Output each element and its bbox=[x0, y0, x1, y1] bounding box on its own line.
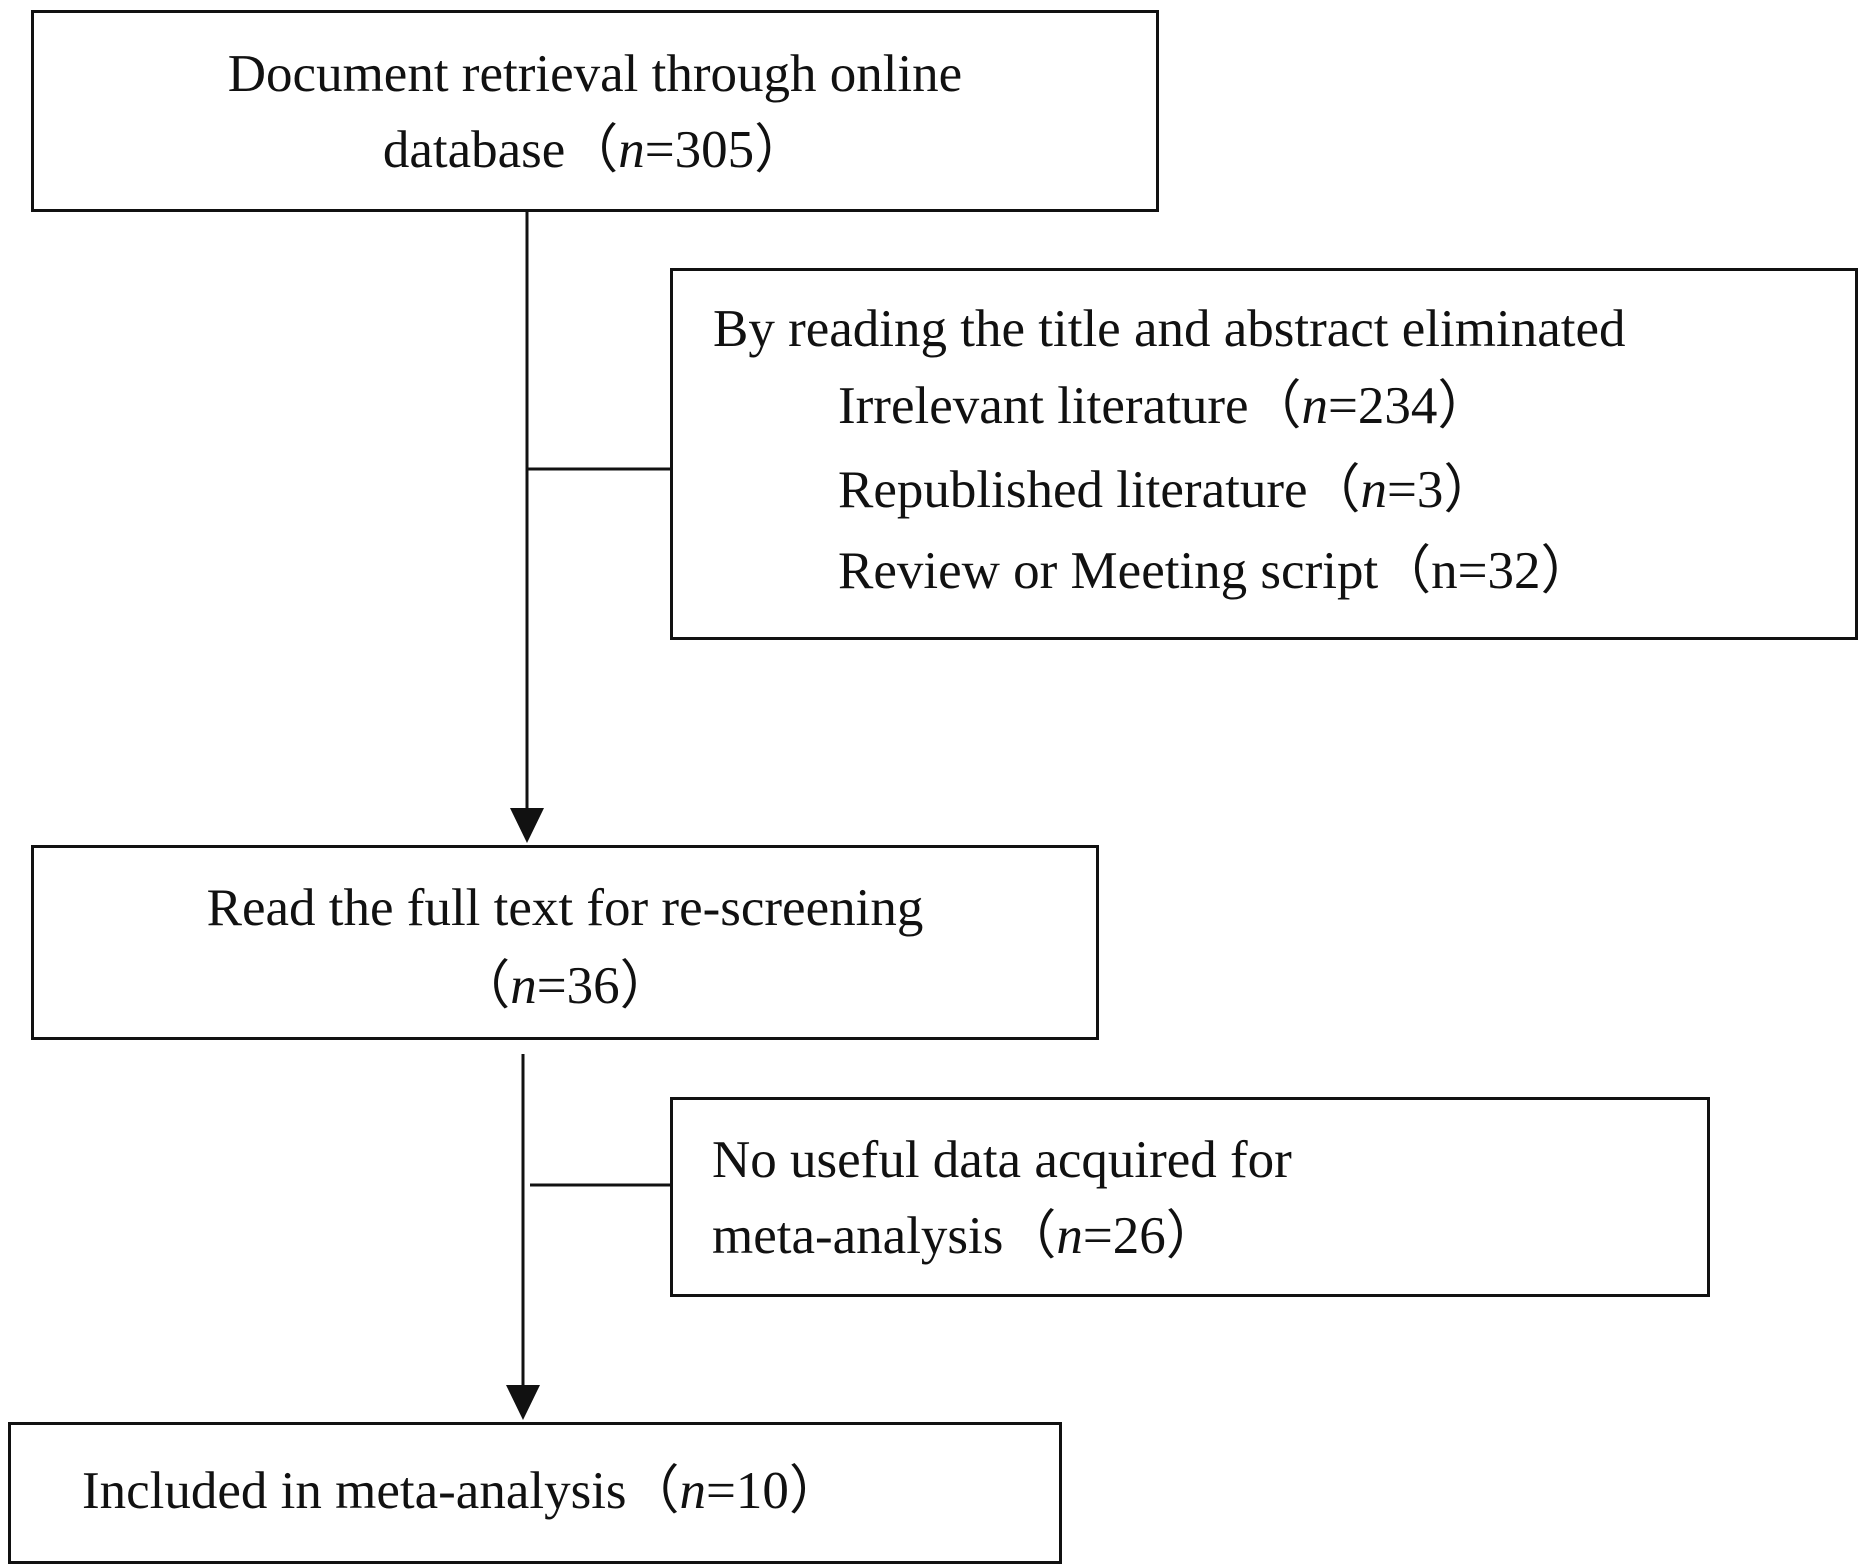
full-text-box-line1: Read the full text for re-screening bbox=[206, 879, 924, 937]
exclusion-item-republished-n: n bbox=[1360, 461, 1388, 519]
exclusion-item-irrelevant: Irrelevant literature（n=234） bbox=[838, 380, 1490, 433]
retrieval-box-count: =305） bbox=[644, 121, 808, 179]
retrieval-box-line2: database（n=305） bbox=[31, 124, 1159, 177]
exclusion-item-review: Review or Meeting script（n=32） bbox=[838, 542, 1594, 600]
retrieval-box-line2-prefix: database（ bbox=[382, 121, 619, 179]
retrieval-box-line1: Document retrieval through online bbox=[227, 45, 963, 103]
exclusion-item-irrelevant-label: Irrelevant literature（ bbox=[838, 377, 1302, 435]
exclusion-box-no-data-n-symbol: n bbox=[1056, 1207, 1083, 1265]
included-box bbox=[8, 1422, 1062, 1564]
exclusion-box-heading: By reading the title and abstract elimin… bbox=[713, 300, 1626, 358]
full-text-box-line2: （n=36） bbox=[31, 960, 1099, 1013]
exclusion-box-no-data bbox=[670, 1097, 1710, 1297]
exclusion-box-title-abstract bbox=[670, 268, 1858, 640]
retrieval-box-n-symbol: n bbox=[618, 121, 645, 179]
exclusion-box-no-data-line2: meta-analysis（n=26） bbox=[712, 1210, 1219, 1263]
exclusion-item-republished: Republished literature（n=3） bbox=[838, 464, 1496, 517]
retrieval-box bbox=[31, 10, 1159, 212]
exclusion-box-no-data-line1: No useful data acquired for bbox=[712, 1131, 1292, 1189]
full-text-box-line2-prefix: （ bbox=[457, 957, 511, 1015]
exclusion-box-no-data-count: =26） bbox=[1082, 1207, 1219, 1265]
exclusion-item-irrelevant-count: =234） bbox=[1328, 377, 1491, 435]
exclusion-item-republished-label: Republished literature（ bbox=[838, 461, 1361, 519]
full-text-box bbox=[31, 845, 1099, 1040]
arrowhead-2 bbox=[506, 1385, 540, 1420]
exclusion-box-no-data-line2-prefix: meta-analysis（ bbox=[712, 1207, 1057, 1265]
exclusion-item-republished-count: =3） bbox=[1387, 461, 1497, 519]
full-text-box-count: =36） bbox=[536, 957, 673, 1015]
included-box-label: Included in meta-analysis（ bbox=[82, 1462, 680, 1520]
full-text-box-n-symbol: n bbox=[510, 957, 537, 1015]
included-box-n-symbol: n bbox=[679, 1462, 707, 1520]
included-box-count: =10） bbox=[706, 1462, 842, 1520]
arrowhead-1 bbox=[510, 808, 544, 843]
included-box-text: Included in meta-analysis（n=10） bbox=[82, 1465, 842, 1518]
exclusion-item-irrelevant-n: n bbox=[1301, 377, 1329, 435]
